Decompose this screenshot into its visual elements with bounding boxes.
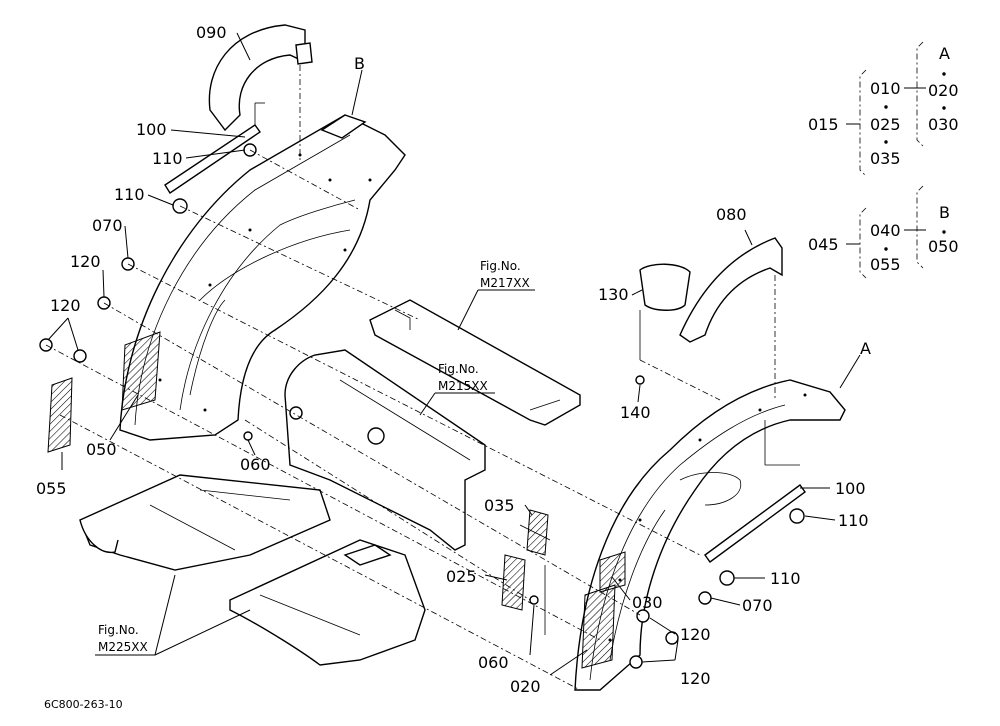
figref-m217-line2: M217XX bbox=[480, 276, 530, 290]
legend-025: 025 bbox=[870, 115, 901, 134]
figref-m217-line1: Fig.No. bbox=[480, 259, 521, 273]
label-070-left: 070 bbox=[92, 216, 123, 235]
cup-holder-130 bbox=[639, 263, 691, 311]
label-020: 020 bbox=[510, 677, 541, 696]
label-060-left: 060 bbox=[240, 455, 271, 474]
left-reflector-050 bbox=[121, 331, 161, 411]
label-140: 140 bbox=[620, 403, 651, 422]
legend-015: 015 bbox=[808, 115, 839, 134]
center-panel-m215 bbox=[284, 349, 486, 551]
label-025: 025 bbox=[446, 567, 477, 586]
rear-panel-m217 bbox=[369, 299, 581, 426]
reflector-035 bbox=[526, 509, 549, 556]
legend-letter-a: A bbox=[939, 44, 950, 63]
label-100-left: 100 bbox=[136, 120, 167, 139]
grip-080 bbox=[679, 237, 783, 343]
label-130: 130 bbox=[598, 285, 629, 304]
left-fasteners bbox=[39, 143, 257, 441]
floor-plate-m225-left bbox=[79, 474, 331, 571]
legend-045: 045 bbox=[808, 235, 839, 254]
legend-040: 040 bbox=[870, 221, 901, 240]
legend-035: 035 bbox=[870, 149, 901, 168]
figure-references: Fig.No. M217XX Fig.No. M215XX Fig.No. M2… bbox=[98, 259, 530, 654]
floor-plate-m225-right bbox=[229, 539, 426, 666]
label-100-right: 100 bbox=[835, 479, 866, 498]
label-120-left-a: 120 bbox=[70, 252, 101, 271]
grip-090 bbox=[208, 24, 313, 132]
drawing-code: 6C800-263-10 bbox=[44, 698, 123, 711]
legend-055: 055 bbox=[870, 255, 901, 274]
label-110-right-b: 110 bbox=[770, 569, 801, 588]
label-050-left: 050 bbox=[86, 440, 117, 459]
label-090: 090 bbox=[196, 23, 227, 42]
right-fasteners bbox=[529, 375, 805, 669]
plate-100-right bbox=[704, 484, 806, 563]
reflector-025 bbox=[501, 554, 526, 611]
label-035: 035 bbox=[484, 496, 515, 515]
part-labels: 090 100 110 110 070 120 120 050 060 055 … bbox=[36, 23, 871, 696]
figref-m225-line2: M225XX bbox=[98, 640, 148, 654]
label-070-right: 070 bbox=[742, 596, 773, 615]
plate-100-left bbox=[164, 124, 261, 194]
label-055-left: 055 bbox=[36, 479, 67, 498]
label-110-left-a: 110 bbox=[152, 149, 183, 168]
legend-020: 020 bbox=[928, 81, 959, 100]
callout-b-left: B bbox=[354, 54, 365, 73]
legend-030: 030 bbox=[928, 115, 959, 134]
label-120-left-b: 120 bbox=[50, 296, 81, 315]
figref-m215-line1: Fig.No. bbox=[438, 362, 479, 376]
legend-010: 010 bbox=[870, 79, 901, 98]
label-080: 080 bbox=[716, 205, 747, 224]
legend-letter-b: B bbox=[939, 203, 950, 222]
right-reflector-020 bbox=[581, 584, 616, 669]
label-120-right-a: 120 bbox=[680, 625, 711, 644]
kit-legend: 015 010 025 035 A 020 030 045 040 055 B … bbox=[808, 41, 959, 279]
right-reflector-030 bbox=[599, 551, 626, 593]
figref-m215-line2: M215XX bbox=[438, 379, 488, 393]
label-110-left-b: 110 bbox=[114, 185, 145, 204]
label-060-right: 060 bbox=[478, 653, 509, 672]
assembly-lines bbox=[45, 65, 800, 691]
label-110-right-a: 110 bbox=[838, 511, 869, 530]
label-120-right-b: 120 bbox=[680, 669, 711, 688]
leader-lines bbox=[47, 32, 861, 676]
figref-m225-line1: Fig.No. bbox=[98, 623, 139, 637]
label-030: 030 bbox=[632, 593, 663, 612]
callout-a-right: A bbox=[860, 339, 871, 358]
legend-050: 050 bbox=[928, 237, 959, 256]
